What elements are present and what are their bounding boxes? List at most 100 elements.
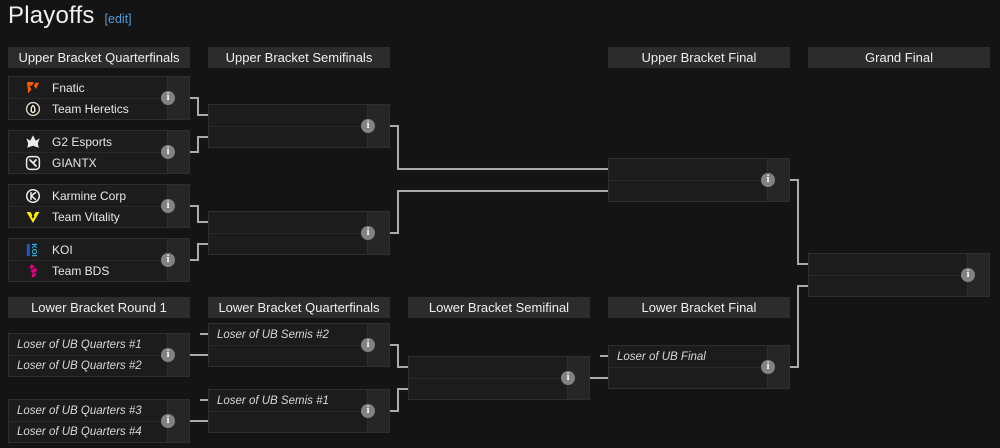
team-slot: Fnatic xyxy=(9,77,189,98)
placeholder-text: Loser of UB Quarters #4 xyxy=(17,426,142,438)
match-lb-semifinal: i xyxy=(408,356,590,400)
team-name[interactable]: G2 Esports xyxy=(52,134,113,149)
connector-line xyxy=(200,399,208,401)
koi-logo-icon[interactable]: KOI xyxy=(23,241,43,258)
match-info-icon[interactable]: i xyxy=(161,414,175,428)
edit-link[interactable]: [edit] xyxy=(104,12,132,26)
team-name[interactable]: Team Heretics xyxy=(52,102,129,116)
connector-line xyxy=(190,420,208,422)
team-vitality-logo-icon[interactable] xyxy=(23,209,43,226)
match-ub-sf1: i xyxy=(208,104,390,148)
empty-slot xyxy=(409,378,589,399)
placeholder-text: Loser of UB Final xyxy=(617,350,706,363)
match-info-icon[interactable]: i xyxy=(361,404,375,418)
connector-line xyxy=(797,285,799,368)
placeholder-text: Loser of UB Quarters #3 xyxy=(17,404,142,417)
placeholder-text: Loser of UB Quarters #1 xyxy=(17,338,142,351)
match-info-icon[interactable]: i xyxy=(161,91,175,105)
team-slot: G2 Esports xyxy=(9,131,189,152)
page-heading: Playoffs [edit] xyxy=(8,2,132,30)
team-name[interactable]: Team BDS xyxy=(52,264,110,278)
team-name[interactable]: KOI xyxy=(52,242,73,257)
header-upper-bracket-final: Upper Bracket Final xyxy=(608,47,790,68)
connector-line xyxy=(397,190,608,192)
header-lower-bracket-final: Lower Bracket Final xyxy=(608,297,790,318)
connector-line xyxy=(797,285,808,287)
connector-line xyxy=(197,243,199,261)
connector-line xyxy=(590,377,608,379)
team-slot: Team Heretics xyxy=(9,98,189,119)
match-lb-qf1: Loser of UB Semis #2 i xyxy=(208,323,390,367)
match-info-icon[interactable]: i xyxy=(161,253,175,267)
match-info-icon[interactable]: i xyxy=(761,360,775,374)
header-lower-bracket-quarterfinals: Lower Bracket Quarterfinals xyxy=(208,297,390,318)
placeholder-slot: Loser of UB Quarters #3 xyxy=(9,400,189,421)
connector-line xyxy=(190,151,199,153)
team-slot: Team BDS xyxy=(9,260,189,281)
match-lb-qf2: Loser of UB Semis #1 i xyxy=(208,389,390,433)
header-lower-bracket-semifinal: Lower Bracket Semifinal xyxy=(408,297,590,318)
fnatic-logo-icon[interactable] xyxy=(23,79,43,96)
connector-line xyxy=(600,355,608,357)
connector-line xyxy=(397,388,408,390)
connector-line xyxy=(397,366,408,368)
connector-line xyxy=(390,410,399,412)
empty-slot xyxy=(209,411,389,432)
connector-line xyxy=(197,136,208,138)
connector-line xyxy=(797,263,808,265)
team-slot: Team Vitality xyxy=(9,206,189,227)
match-info-icon[interactable]: i xyxy=(161,145,175,159)
match-ub-qf2: G2 Esports GIANTX i xyxy=(8,130,190,174)
connector-line xyxy=(197,97,199,116)
giantx-logo-icon[interactable] xyxy=(23,155,43,172)
connector-line xyxy=(390,344,399,346)
placeholder-slot: Loser of UB Quarters #4 xyxy=(9,421,189,442)
connector-line xyxy=(197,114,208,116)
match-info-icon[interactable]: i xyxy=(561,371,575,385)
team-bds-logo-icon[interactable] xyxy=(23,263,43,280)
match-ub-sf2: i xyxy=(208,211,390,255)
match-info-icon[interactable]: i xyxy=(161,199,175,213)
team-slot: Karmine Corp xyxy=(9,185,189,206)
empty-slot xyxy=(209,126,389,147)
connector-line xyxy=(200,333,208,335)
header-lower-bracket-round1: Lower Bracket Round 1 xyxy=(8,297,190,318)
team-name[interactable]: Fnatic xyxy=(52,80,85,95)
karmine-corp-logo-icon[interactable] xyxy=(23,187,43,204)
match-ub-final: i xyxy=(608,158,790,202)
team-name[interactable]: Karmine Corp xyxy=(52,188,127,203)
g2-esports-logo-icon[interactable] xyxy=(23,133,43,150)
team-slot: KOI KOI xyxy=(9,239,189,260)
header-grand-final: Grand Final xyxy=(808,47,990,68)
match-ub-qf3: Karmine Corp Team Vitality i xyxy=(8,184,190,228)
connector-line xyxy=(397,125,399,170)
connector-line xyxy=(190,354,208,356)
match-info-icon[interactable]: i xyxy=(361,226,375,240)
match-info-icon[interactable]: i xyxy=(361,119,375,133)
placeholder-slot: Loser of UB Semis #1 xyxy=(209,390,389,411)
placeholder-slot: Loser of UB Final xyxy=(609,346,789,367)
placeholder-text: Loser of UB Semis #2 xyxy=(217,328,329,341)
connector-line xyxy=(197,221,208,223)
team-heretics-logo-icon[interactable] xyxy=(23,101,43,118)
empty-slot xyxy=(609,180,789,201)
empty-slot xyxy=(609,367,789,388)
connector-line xyxy=(190,259,199,261)
connector-line xyxy=(397,388,399,412)
empty-slot xyxy=(809,275,989,296)
team-slot: GIANTX xyxy=(9,152,189,173)
connector-line xyxy=(390,232,399,234)
connector-line xyxy=(397,190,399,234)
header-upper-bracket-semifinals: Upper Bracket Semifinals xyxy=(208,47,390,68)
match-info-icon[interactable]: i xyxy=(761,173,775,187)
match-info-icon[interactable]: i xyxy=(961,268,975,282)
placeholder-slot: Loser of UB Quarters #1 xyxy=(9,334,189,355)
match-ub-qf1: Fnatic Team Heretics i xyxy=(8,76,190,120)
match-info-icon[interactable]: i xyxy=(161,348,175,362)
team-name[interactable]: Team Vitality xyxy=(52,210,120,224)
match-info-icon[interactable]: i xyxy=(361,338,375,352)
match-ub-qf4: KOI KOI Team BDS i xyxy=(8,238,190,282)
match-lb-final: Loser of UB Final i xyxy=(608,345,790,389)
connector-line xyxy=(790,366,799,368)
team-name[interactable]: GIANTX xyxy=(52,156,97,170)
